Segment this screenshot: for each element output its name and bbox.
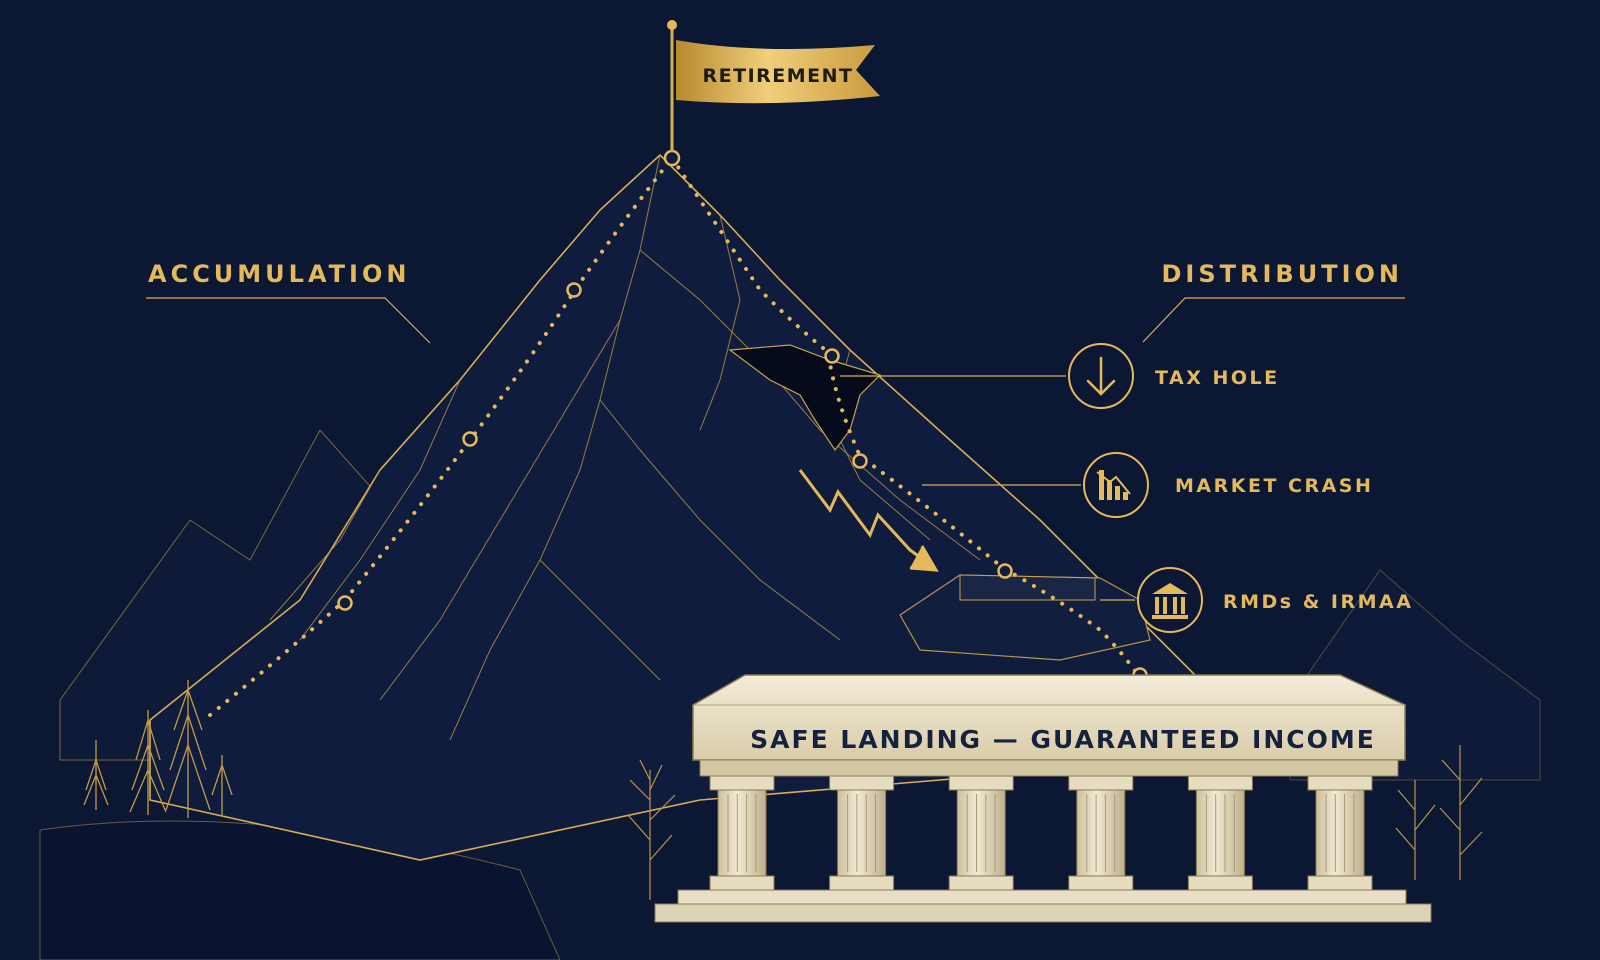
column	[1187, 775, 1253, 891]
waypoint	[566, 282, 582, 298]
down-arrow-icon	[1086, 356, 1116, 396]
waypoint	[824, 348, 840, 364]
platform-columns	[709, 775, 1373, 891]
column	[1307, 775, 1373, 891]
retirement-flag: RETIREMENT	[667, 20, 880, 152]
summit-waypoint	[663, 149, 681, 167]
bank-building-icon	[1152, 583, 1188, 619]
tax-hole-label: TAX HOLE	[1155, 367, 1280, 389]
column	[948, 775, 1014, 891]
waypoint	[852, 453, 868, 469]
waypoint	[997, 563, 1013, 579]
market-crash-arrow	[798, 469, 939, 572]
waypoint	[337, 595, 353, 611]
risk-rmds-irmaa: RMDs & IRMAA	[1100, 567, 1413, 633]
distribution-label-group: DISTRIBUTION	[1142, 260, 1405, 343]
market-crash-badge	[1083, 452, 1149, 518]
platform-label: SAFE LANDING — GUARANTEED INCOME	[750, 725, 1376, 754]
waypoint	[462, 431, 478, 447]
rmds-irmaa-label: RMDs & IRMAA	[1223, 591, 1413, 613]
column	[829, 775, 895, 891]
rmds-irmaa-badge	[1137, 567, 1203, 633]
risk-tax-hole: TAX HOLE	[840, 343, 1280, 409]
accumulation-label-group: ACCUMULATION	[146, 260, 431, 344]
shrubs	[627, 745, 1483, 900]
distribution-label: DISTRIBUTION	[1162, 260, 1404, 288]
platform-step-upper	[677, 889, 1407, 905]
rock-ledge	[899, 574, 1151, 661]
falling-bar-chart-icon	[1096, 470, 1131, 500]
pine-trees	[83, 680, 233, 818]
column	[709, 775, 775, 891]
accumulation-label: ACCUMULATION	[148, 260, 410, 288]
market-crash-label: MARKET CRASH	[1175, 475, 1373, 497]
safe-landing-platform: SAFE LANDING — GUARANTEED INCOME	[654, 674, 1432, 923]
column	[1068, 775, 1134, 891]
flag-label: RETIREMENT	[703, 65, 854, 87]
platform-step-lower	[654, 903, 1432, 923]
risk-market-crash: MARKET CRASH	[922, 452, 1373, 518]
